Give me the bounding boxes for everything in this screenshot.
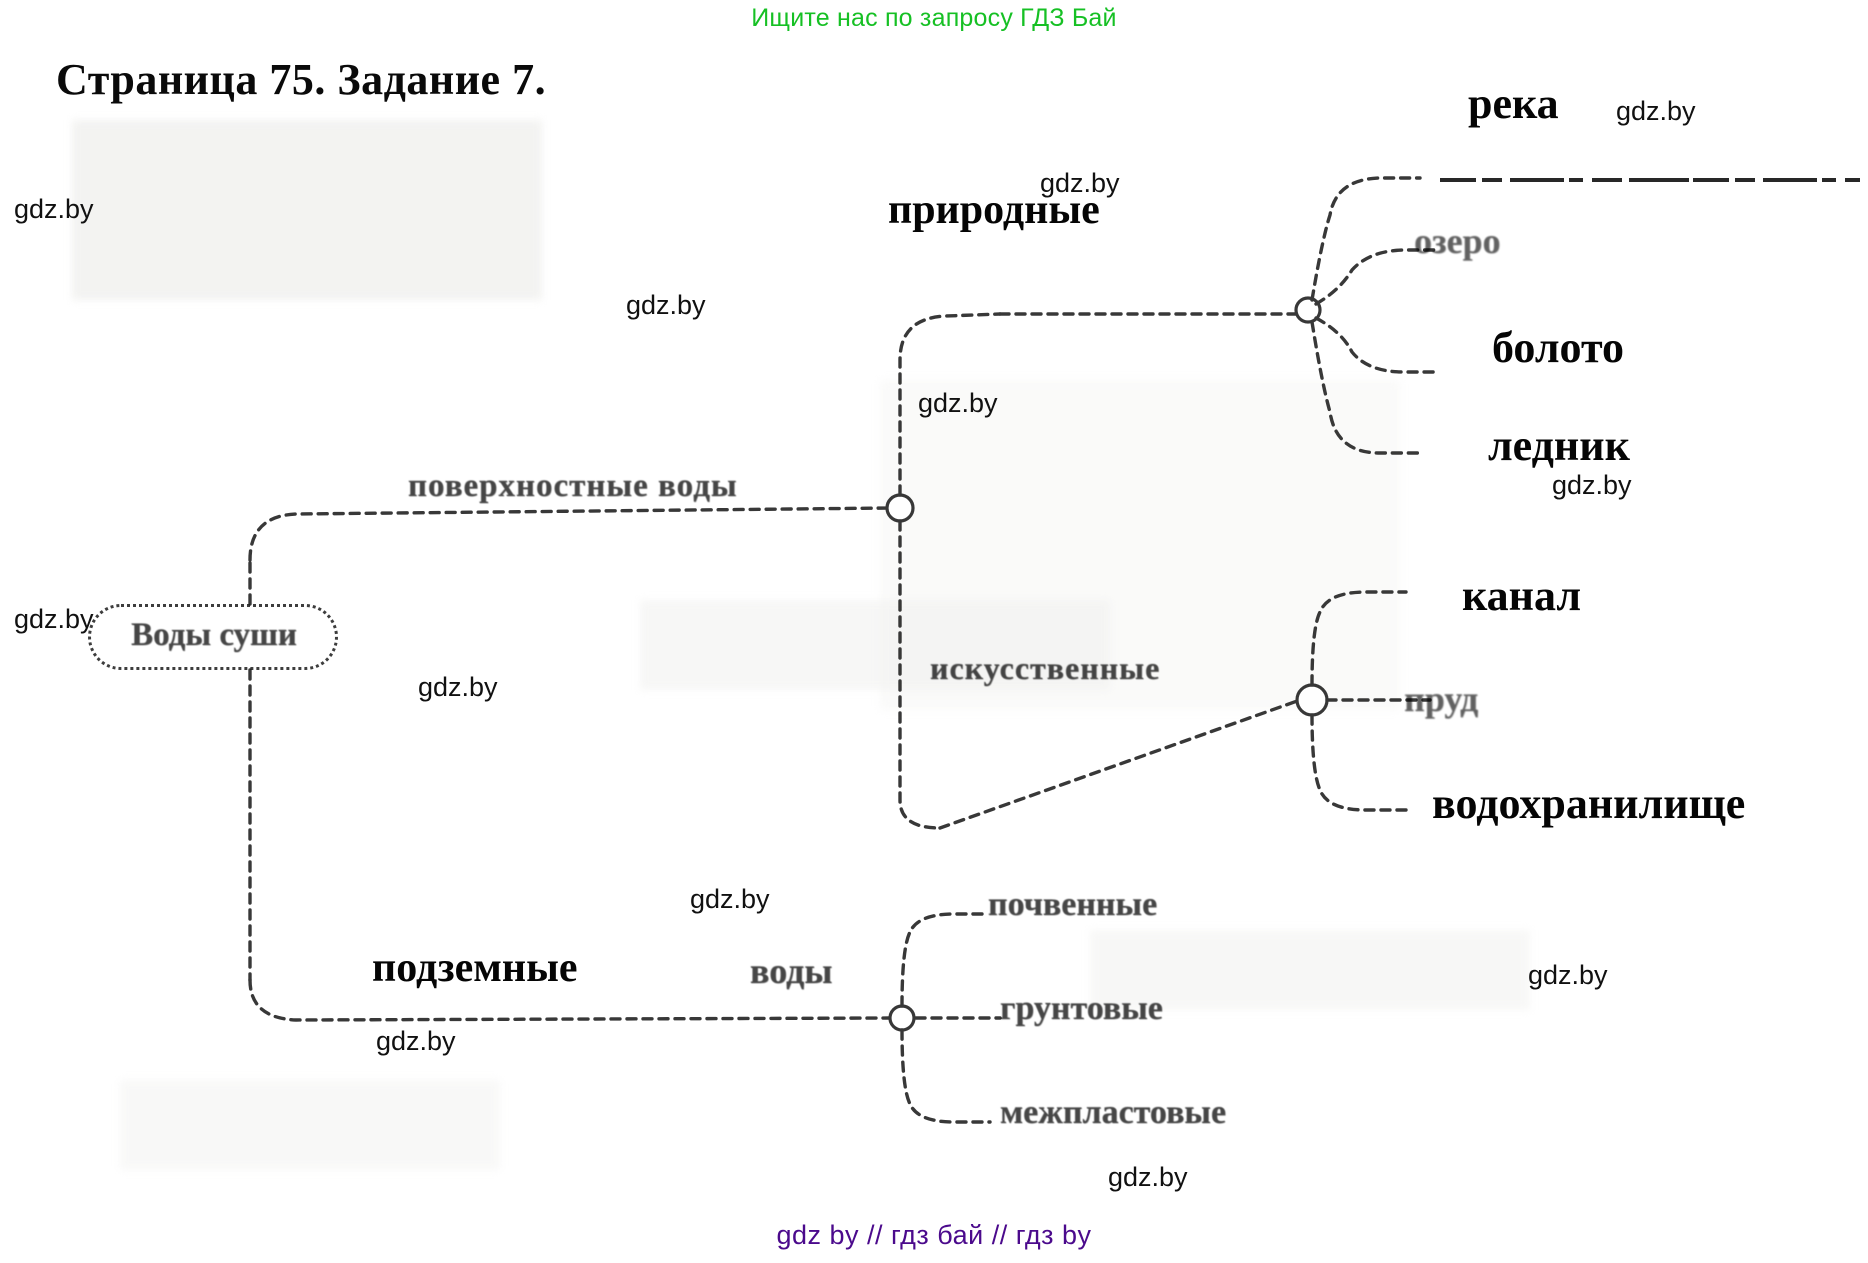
label-swamp: болото bbox=[1492, 323, 1624, 372]
label-glacier: ледник bbox=[1488, 421, 1630, 470]
label-lake: озеро bbox=[1414, 221, 1501, 261]
label-artificial: искусственные bbox=[930, 650, 1161, 686]
label-ground-waters: грунтовые bbox=[1000, 990, 1163, 1027]
watermark-gdz: gdz.by bbox=[14, 604, 94, 634]
watermark-gdz: gdz.by bbox=[14, 194, 94, 224]
label-surface-waters: поверхностные воды bbox=[408, 468, 738, 504]
watermark-gdz: gdz.by bbox=[1552, 470, 1632, 500]
watermark-gdz: gdz.by bbox=[1528, 960, 1608, 990]
label-river: река bbox=[1468, 79, 1559, 128]
label-underground-answer: подземные bbox=[372, 945, 578, 991]
watermark-gdz: gdz.by bbox=[918, 388, 998, 418]
watermark-gdz: gdz.by bbox=[690, 884, 770, 914]
root-node-box bbox=[88, 604, 338, 670]
label-soil-waters: почвенные bbox=[988, 886, 1158, 923]
promo-banner: Ищите нас по запросу ГДЗ Бай bbox=[751, 4, 1117, 32]
watermark-gdz: gdz.by bbox=[1040, 168, 1120, 198]
label-interstratal-waters: межпластовые bbox=[1000, 1094, 1227, 1131]
page-title: Страница 75. Задание 7. bbox=[56, 55, 547, 104]
label-underground-original: воды bbox=[750, 951, 833, 991]
label-natural: природные bbox=[888, 187, 1100, 233]
watermark-gdz: gdz.by bbox=[376, 1026, 456, 1056]
label-reservoir: водохранилище bbox=[1432, 779, 1746, 828]
root-node-label: Воды суши bbox=[131, 617, 297, 653]
footer-promo: gdz by // гдз бай // гдз by bbox=[776, 1220, 1092, 1250]
watermark-gdz: gdz.by bbox=[1616, 96, 1696, 126]
watermark-gdz: gdz.by bbox=[1108, 1162, 1188, 1192]
watermark-gdz: gdz.by bbox=[626, 290, 706, 320]
label-pond: пруд bbox=[1404, 679, 1479, 719]
label-canal: канал bbox=[1462, 571, 1582, 620]
watermark-gdz: gdz.by bbox=[418, 672, 498, 702]
